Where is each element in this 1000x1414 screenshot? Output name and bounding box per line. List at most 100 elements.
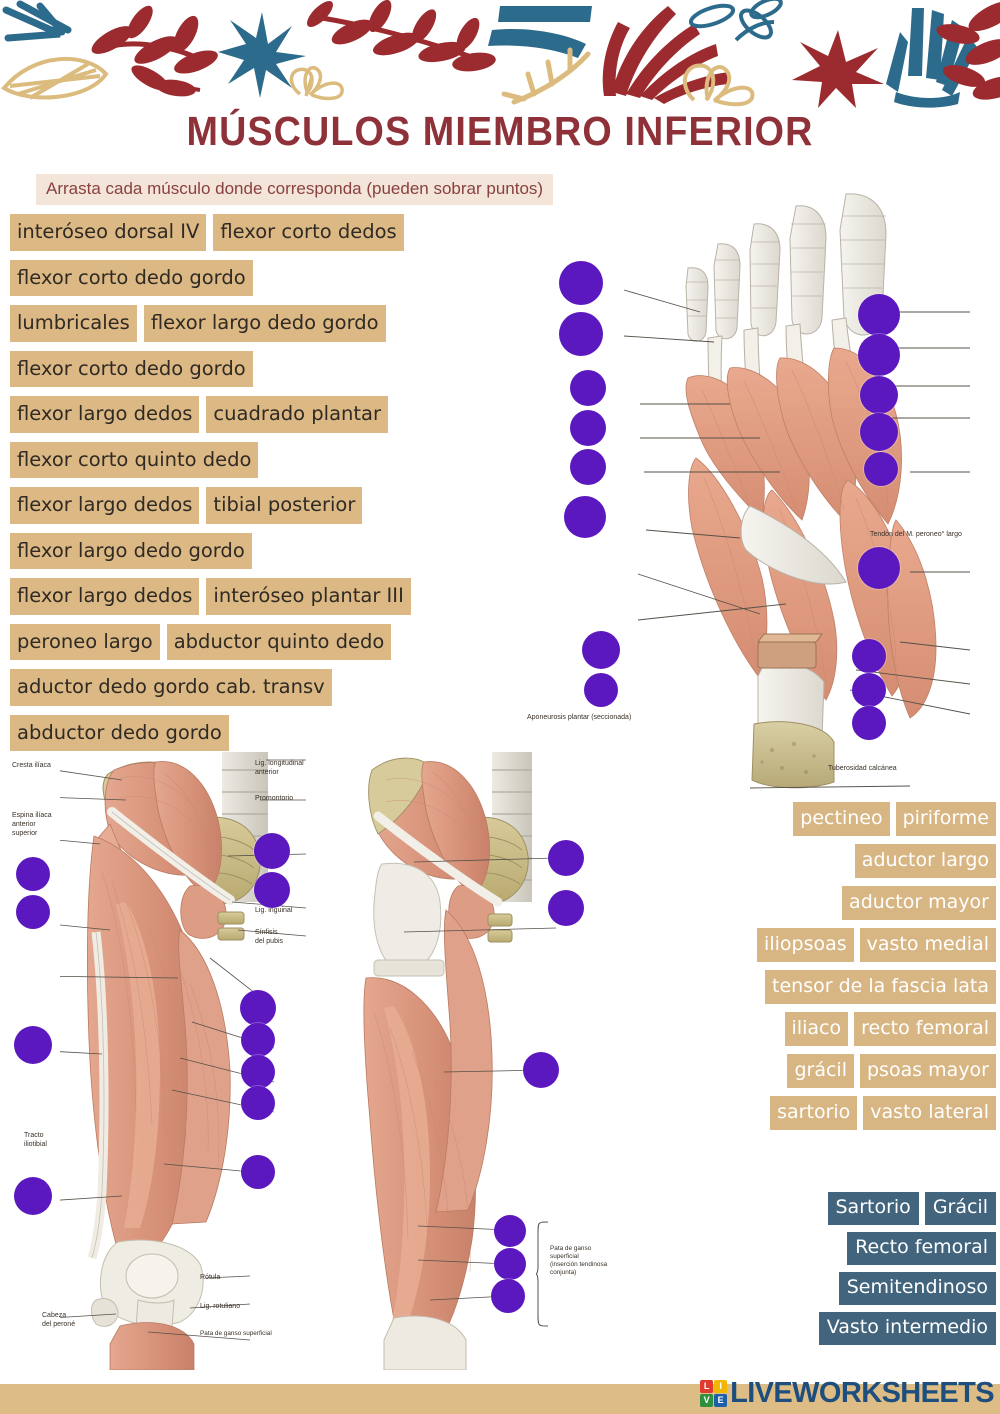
thigh-right-dot[interactable]: [494, 1215, 526, 1247]
word-chip[interactable]: Grácil: [924, 1192, 996, 1225]
foot-dot-right[interactable]: [858, 547, 900, 589]
chip-row: Semitendinoso: [676, 1272, 996, 1305]
thigh-left-annotation-lig-longitudinal: Lig. longitudinal anterior: [255, 760, 304, 776]
foot-dot-right[interactable]: [864, 452, 898, 486]
thigh-left-dot-right[interactable]: [241, 1055, 275, 1089]
word-chip[interactable]: interóseo plantar III: [206, 578, 411, 615]
thigh-right-dot[interactable]: [494, 1248, 526, 1280]
floral-header-decoration: [0, 0, 1000, 110]
word-chip[interactable]: peroneo largo: [10, 623, 160, 660]
thigh-left-dot-right[interactable]: [241, 1155, 275, 1189]
foot-dot-right[interactable]: [852, 706, 886, 740]
word-chip[interactable]: vasto medial: [859, 928, 996, 962]
chip-row: flexor largo dedos interóseo plantar III: [10, 578, 540, 615]
word-chip[interactable]: tibial posterior: [206, 487, 363, 524]
foot-dot-left[interactable]: [559, 261, 603, 305]
chip-row: sartorio vasto lateral: [676, 1096, 996, 1130]
thigh-right-dot[interactable]: [548, 840, 584, 876]
thigh-right-dot[interactable]: [491, 1279, 525, 1313]
logo-square-v: V: [700, 1393, 714, 1407]
thigh-left-annotation-lig-inguinal: Lig. inguinal: [255, 907, 293, 914]
thigh-left-dot-left[interactable]: [16, 857, 50, 891]
word-chip[interactable]: flexor corto dedo gordo: [10, 259, 253, 296]
page-title: MÚSCULOS MIEMBRO INFERIOR: [186, 108, 814, 154]
thigh-left-dot-right[interactable]: [241, 1086, 275, 1120]
foot-dot-left[interactable]: [564, 496, 606, 538]
word-chip[interactable]: lumbricales: [10, 305, 137, 342]
word-chip[interactable]: aductor mayor: [842, 886, 996, 920]
chip-row: aductor dedo gordo cab. transv: [10, 669, 540, 706]
word-chip[interactable]: vasto lateral: [863, 1096, 996, 1130]
word-chip[interactable]: aductor dedo gordo cab. transv: [10, 669, 332, 706]
chip-row: iliaco recto femoral: [676, 1012, 996, 1046]
instruction-text: Arrasta cada músculo donde corresponda (…: [36, 174, 554, 205]
chip-row: Vasto intermedio: [676, 1312, 996, 1345]
word-chip[interactable]: abductor dedo gordo: [10, 714, 229, 751]
thigh-left-annotation-pata-ganso-superficial: Pata de ganso superficial: [200, 1330, 272, 1337]
word-chip[interactable]: flexor largo dedo gordo: [10, 532, 252, 569]
word-chip[interactable]: Vasto intermedio: [818, 1312, 996, 1345]
word-chip[interactable]: flexor largo dedo gordo: [143, 305, 386, 342]
word-chip[interactable]: cuadrado plantar: [206, 396, 389, 433]
thigh-left-dot-left[interactable]: [14, 1026, 52, 1064]
chip-row: iliopsoas vasto medial: [676, 928, 996, 962]
chip-row: flexor corto dedo gordo: [10, 350, 540, 387]
thigh-left-annotation-espina-iliaca: Espina ilíaca anterior superior: [12, 812, 52, 837]
word-chip[interactable]: Semitendinoso: [838, 1272, 996, 1305]
word-chip[interactable]: aductor largo: [854, 844, 996, 878]
word-bank-blue: Sartorio Grácil Recto femoral Semitendin…: [676, 1192, 996, 1352]
word-chip[interactable]: tensor de la fascia lata: [765, 970, 996, 1004]
foot-dot-right[interactable]: [858, 294, 900, 336]
thigh-left-annotation-tracto-iliotibial: Tracto iliotibial: [24, 1132, 47, 1148]
word-chip[interactable]: Recto femoral: [847, 1232, 996, 1265]
foot-dot-left[interactable]: [570, 449, 606, 485]
liveworksheets-logo[interactable]: L I V E LIVEWORKSHEETS: [700, 1376, 995, 1410]
chip-row: aductor largo: [676, 844, 996, 878]
foot-plantar-anatomy-image: [610, 190, 990, 790]
thigh-right-dot[interactable]: [523, 1052, 559, 1088]
pata-ganso-bracket-icon: [535, 1221, 549, 1327]
foot-dot-left[interactable]: [570, 410, 606, 446]
word-chip[interactable]: iliopsoas: [757, 928, 854, 962]
word-chip[interactable]: psoas mayor: [860, 1054, 996, 1088]
thigh-anterior-left-image: [60, 752, 310, 1370]
thigh-left-dot-right[interactable]: [254, 833, 290, 869]
thigh-right-annotation-pata-ganso: Pata de ganso superficial (inserción ten…: [550, 1245, 608, 1276]
thigh-left-annotation-promontorio: Promontorio: [255, 795, 294, 802]
thigh-left-dot-right[interactable]: [240, 990, 276, 1026]
chip-row: grácil psoas mayor: [676, 1054, 996, 1088]
logo-square-i: I: [714, 1379, 728, 1393]
thigh-left-dot-left[interactable]: [16, 895, 50, 929]
word-chip[interactable]: flexor largo dedos: [10, 487, 200, 524]
foot-dot-right[interactable]: [858, 334, 900, 376]
word-chip[interactable]: grácil: [787, 1054, 854, 1088]
chip-row: lumbricales flexor largo dedo gordo: [10, 305, 540, 342]
word-chip[interactable]: flexor corto quinto dedo: [10, 441, 259, 478]
word-chip[interactable]: flexor corto dedos: [213, 214, 404, 251]
word-chip[interactable]: flexor largo dedos: [10, 578, 200, 615]
foot-dot-left[interactable]: [584, 673, 618, 707]
thigh-right-dot[interactable]: [548, 890, 584, 926]
chip-row: flexor corto quinto dedo: [10, 441, 540, 478]
foot-dot-right[interactable]: [852, 639, 886, 673]
thigh-left-dot-left[interactable]: [14, 1177, 52, 1215]
thigh-left-dot-right[interactable]: [241, 1023, 275, 1057]
logo-wordmark: LIVEWORKSHEETS: [730, 1376, 995, 1409]
word-chip[interactable]: abductor quinto dedo: [166, 623, 392, 660]
word-chip[interactable]: pectineo: [793, 802, 890, 836]
foot-dot-right[interactable]: [860, 413, 898, 451]
word-chip[interactable]: flexor corto dedo gordo: [10, 350, 253, 387]
thigh-left-dot-right[interactable]: [254, 872, 290, 908]
word-chip[interactable]: flexor largo dedos: [10, 396, 200, 433]
word-chip[interactable]: iliaco: [784, 1012, 849, 1046]
word-chip[interactable]: Sartorio: [827, 1192, 919, 1225]
foot-dot-right[interactable]: [852, 673, 886, 707]
word-chip[interactable]: recto femoral: [854, 1012, 996, 1046]
word-chip[interactable]: interóseo dorsal IV: [10, 214, 207, 251]
word-chip[interactable]: piriforme: [895, 802, 996, 836]
foot-dot-left[interactable]: [570, 370, 606, 406]
word-chip[interactable]: sartorio: [770, 1096, 858, 1130]
foot-dot-left[interactable]: [559, 312, 603, 356]
foot-dot-left[interactable]: [582, 631, 620, 669]
foot-dot-right[interactable]: [860, 376, 898, 414]
